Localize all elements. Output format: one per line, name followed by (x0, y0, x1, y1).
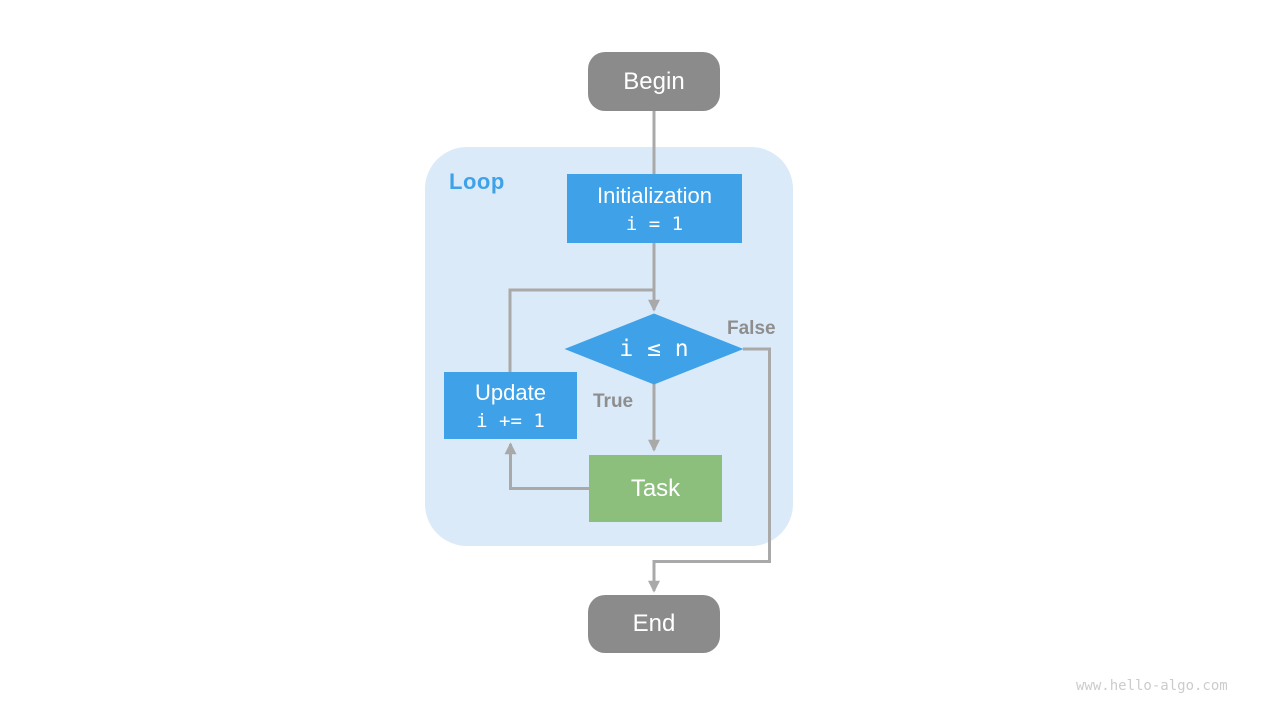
update-node-code: i += 1 (476, 409, 545, 432)
edge-update-loopback (508, 288, 654, 373)
update-node: Update i += 1 (444, 372, 577, 439)
condition-diamond (564, 313, 744, 385)
begin-node: Begin (588, 52, 720, 111)
end-node-label: End (632, 610, 676, 637)
initialization-node: Initialization i = 1 (567, 174, 742, 243)
true-branch-label: True (593, 391, 634, 412)
edge-condition-to-end-false (648, 347, 771, 593)
condition-expression: i ≤ n (619, 336, 689, 362)
initialization-node-code: i = 1 (625, 212, 684, 235)
edge-task-to-update (504, 442, 589, 490)
end-node: End (588, 595, 720, 653)
false-branch-label: False (727, 318, 776, 339)
task-node: Task (589, 455, 722, 522)
update-node-title: Update (475, 379, 546, 405)
loop-label: Loop (449, 169, 505, 194)
task-node-label: Task (630, 474, 681, 502)
initialization-node-title: Initialization (597, 182, 712, 208)
watermark-text: www.hello-algo.com (1076, 678, 1228, 694)
begin-node-label: Begin (623, 67, 685, 95)
